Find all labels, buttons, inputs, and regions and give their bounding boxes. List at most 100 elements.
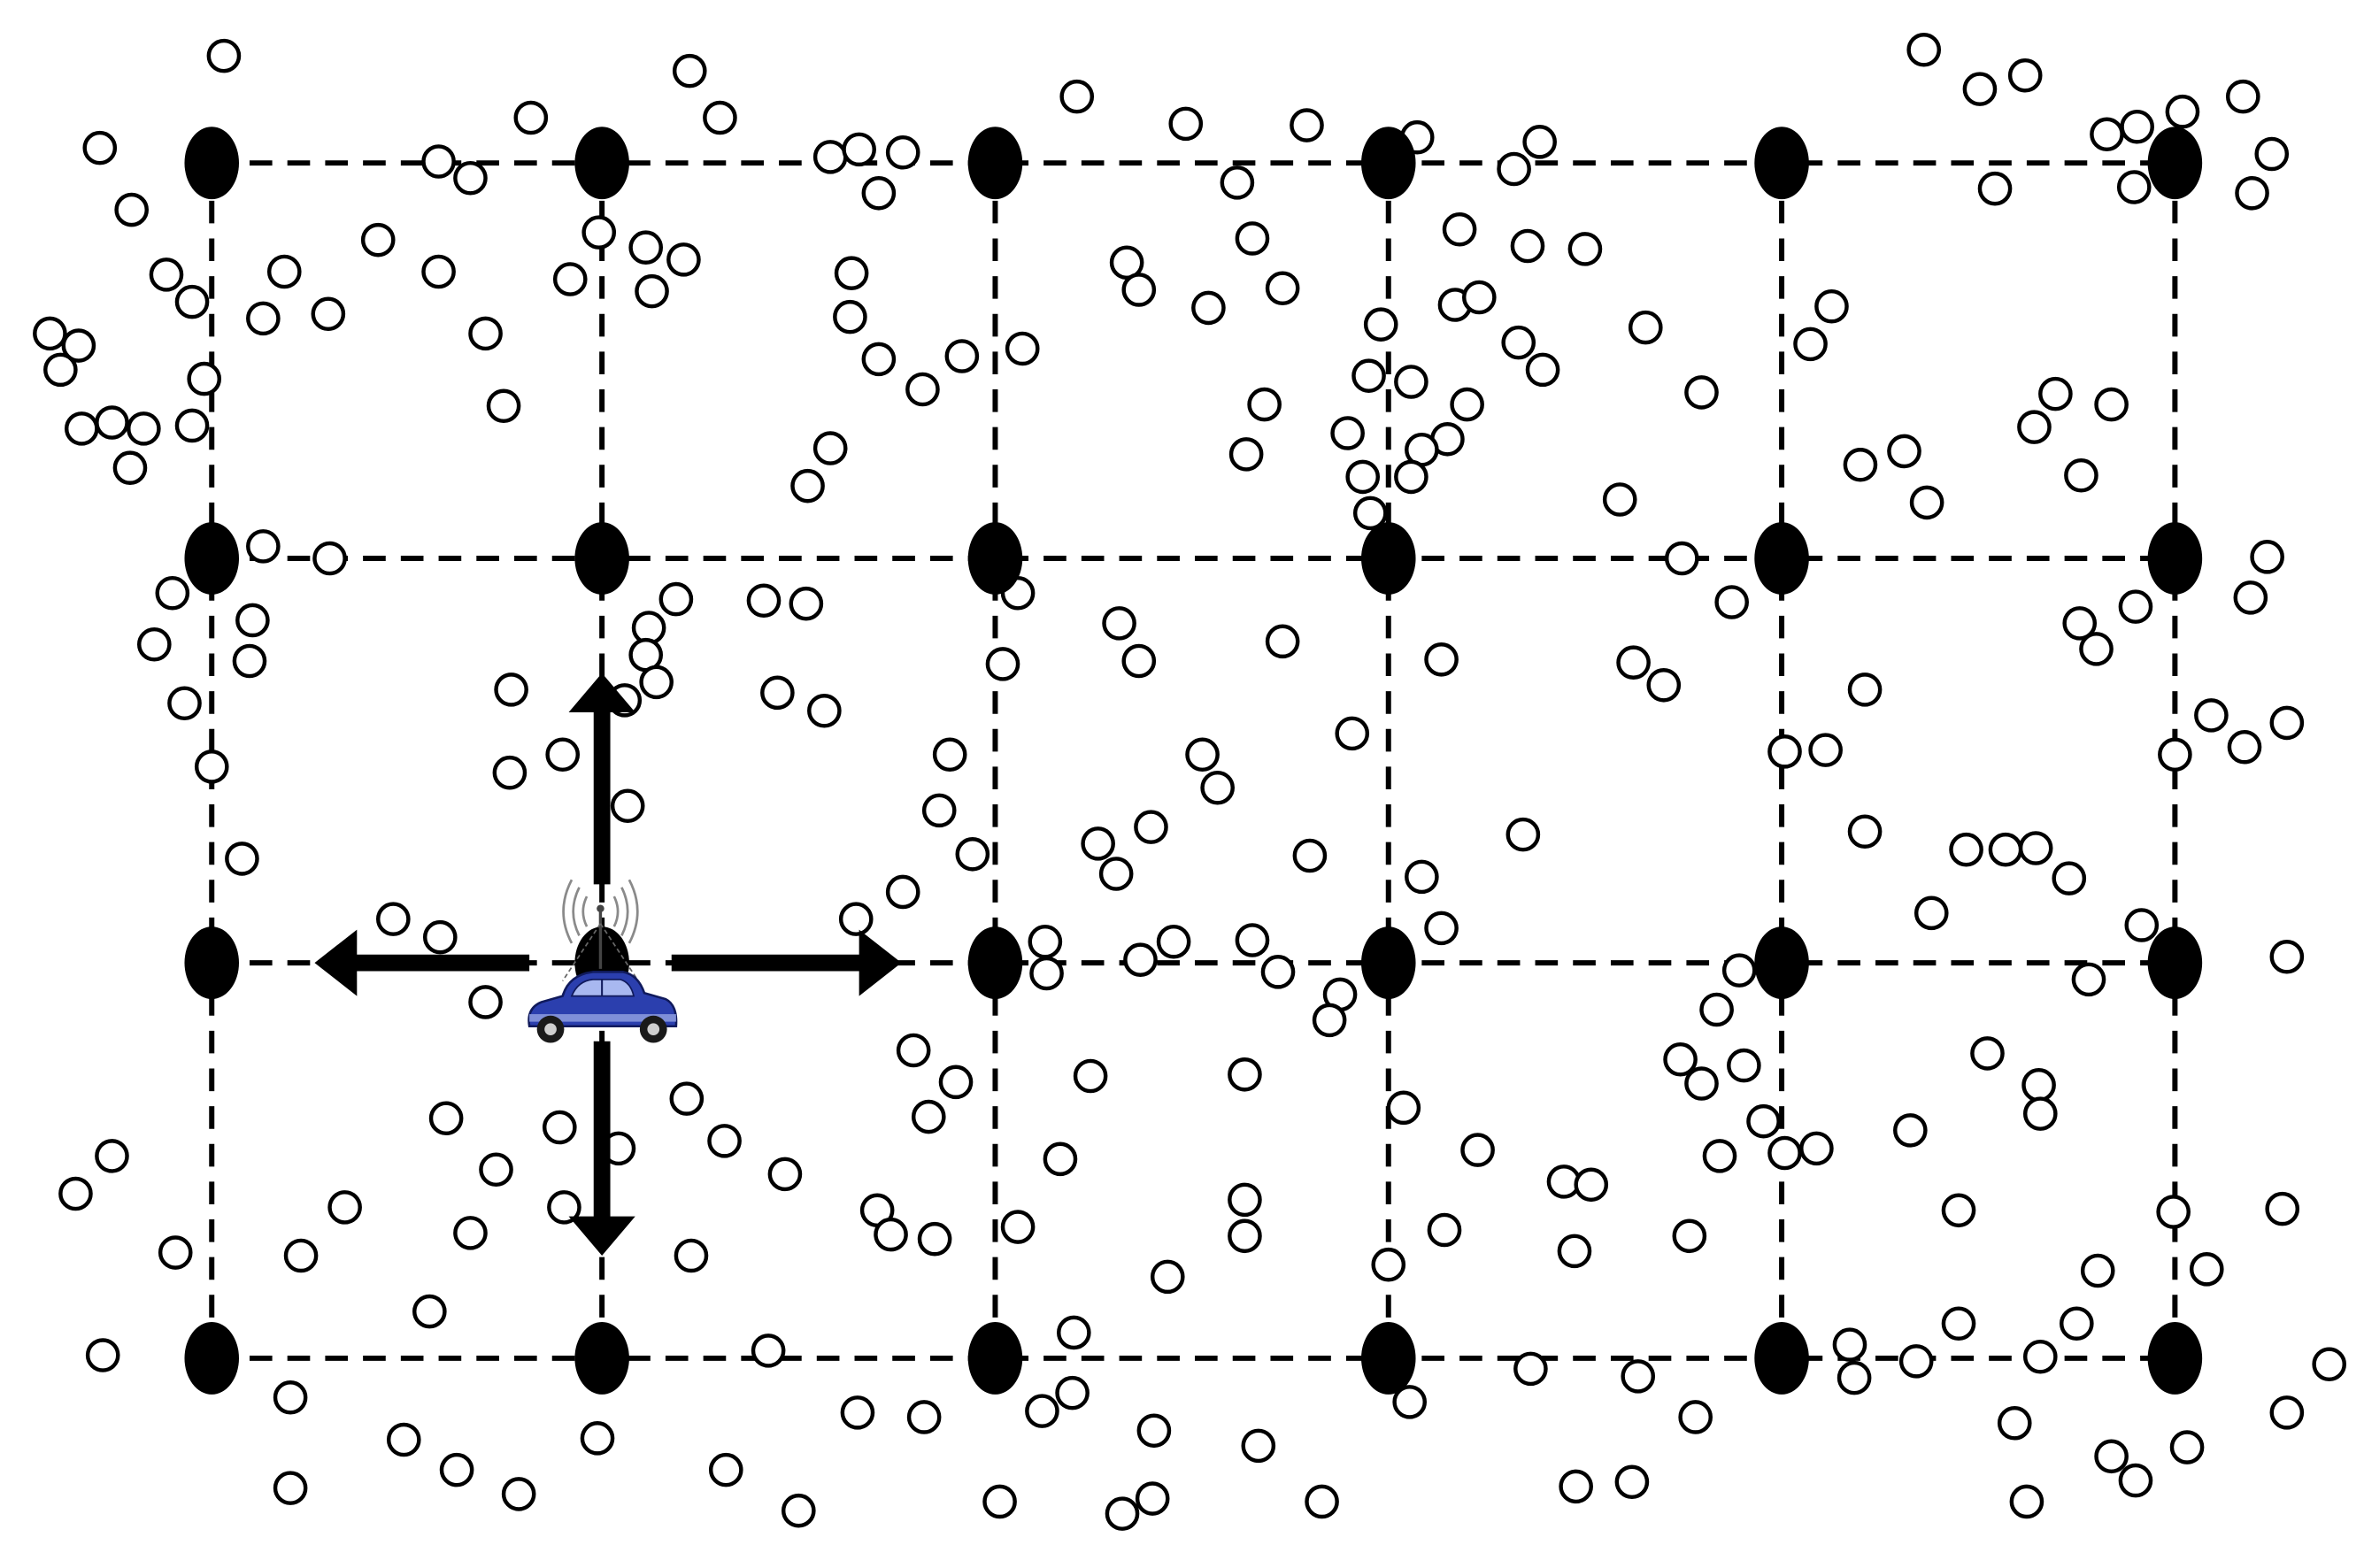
- sensor-node: [2269, 940, 2305, 974]
- arrow-down-icon: [568, 1041, 635, 1256]
- sensor-node: [917, 1221, 952, 1257]
- sensor-node: [2169, 1430, 2205, 1464]
- sensor-node: [833, 299, 867, 334]
- sensor-node: [1098, 857, 1134, 891]
- arrow-right-icon: [671, 929, 902, 996]
- sensor-node: [840, 1395, 875, 1430]
- grid-node: [574, 1322, 629, 1395]
- sensor-node: [1702, 1139, 1737, 1173]
- sensor-node: [421, 144, 456, 179]
- sensor-node: [112, 450, 148, 485]
- sensor-node: [703, 100, 737, 135]
- sensor-node: [273, 1471, 308, 1505]
- sensor-node: [1567, 232, 1603, 266]
- sensor-node: [2018, 831, 2053, 865]
- sensor-node: [1799, 1131, 1834, 1166]
- sensor-node: [2064, 457, 2098, 493]
- sensor-node: [932, 737, 967, 772]
- sensor-node: [1025, 1394, 1059, 1428]
- sensor-node: [2118, 589, 2153, 624]
- sensor-node: [283, 1238, 319, 1273]
- grid-node: [184, 522, 240, 595]
- sensor-node: [174, 284, 210, 319]
- sensor-node: [905, 372, 940, 407]
- sensor-node: [1102, 606, 1136, 641]
- sensor-node: [439, 1452, 474, 1487]
- sensor-node: [707, 1124, 742, 1158]
- sensor-node: [547, 1190, 581, 1225]
- sensor-node: [273, 1380, 308, 1415]
- sensor-node: [1501, 325, 1536, 360]
- sensor-node: [1699, 992, 1734, 1027]
- sensor-node: [2265, 1191, 2300, 1226]
- sensor-node: [1616, 645, 1651, 680]
- sensor-node: [1427, 1212, 1462, 1248]
- sensor-node: [708, 1452, 743, 1487]
- sensor-node: [1312, 1003, 1347, 1038]
- sensor-node: [1123, 942, 1158, 977]
- grid-node: [574, 127, 629, 200]
- sensor-node: [468, 316, 503, 351]
- sensor-node: [1814, 288, 1849, 324]
- sensor-node: [2090, 117, 2124, 152]
- sensor-node: [635, 273, 669, 309]
- sensor-node: [1461, 280, 1497, 315]
- sensor-node: [2250, 540, 2284, 574]
- sensor-node: [1305, 1484, 1339, 1519]
- sensor-node: [658, 581, 694, 617]
- sensor-node: [1614, 1464, 1650, 1500]
- sensor-node: [1727, 1048, 1761, 1083]
- sensor-node: [246, 301, 281, 336]
- sensor-node: [542, 1110, 577, 1145]
- sensor-node: [95, 1139, 129, 1173]
- sensor-nodes: [33, 33, 2347, 1531]
- sensor-node: [2189, 1252, 2224, 1287]
- sensor-node: [386, 1422, 421, 1457]
- sensor-node: [812, 140, 848, 174]
- sensor-node: [1156, 924, 1191, 959]
- sensor-node: [834, 256, 869, 290]
- sensor-node: [938, 1065, 974, 1100]
- sensor-node: [85, 1338, 120, 1372]
- sensor-node: [1228, 437, 1264, 472]
- sensor-node: [64, 411, 99, 446]
- sensor-node: [2071, 962, 2106, 997]
- sensor-node: [1442, 211, 1477, 247]
- sensor-node: [486, 388, 521, 424]
- sensor-node: [1185, 737, 1220, 772]
- sensor-node: [1909, 485, 1944, 520]
- sensor-node: [842, 132, 876, 167]
- sensor-node: [2165, 94, 2200, 129]
- sensor-node: [1962, 72, 1998, 106]
- sensor-node: [82, 130, 118, 165]
- sensor-node: [2158, 737, 2192, 772]
- sensor-node: [1191, 290, 1226, 326]
- sensor-node: [1843, 448, 1878, 482]
- sensor-node: [428, 1101, 464, 1136]
- sensor-node: [2009, 1484, 2044, 1519]
- sensor-node: [2269, 705, 2305, 741]
- sensor-node: [1988, 832, 2023, 867]
- sensor-node: [1714, 585, 1749, 619]
- sensor-node: [982, 1484, 1017, 1519]
- sensor-node: [422, 919, 458, 955]
- sensor-node: [225, 842, 259, 876]
- sensor-node: [501, 1477, 536, 1511]
- sensor-node: [266, 254, 302, 289]
- car-body-icon: [527, 971, 678, 1043]
- sensor-node: [751, 1334, 786, 1368]
- sensor-node: [1265, 271, 1300, 306]
- sensor-node: [1105, 1496, 1140, 1531]
- sensor-node: [312, 541, 347, 576]
- grid-node: [1754, 926, 1809, 1000]
- sensor-node: [1265, 624, 1300, 659]
- sensor-node: [1941, 1193, 1976, 1228]
- sensor-node: [1352, 496, 1388, 531]
- sensor-node: [1970, 1036, 2005, 1071]
- sensor-node: [1832, 1327, 1867, 1362]
- sensor-node: [149, 257, 184, 292]
- sensor-node: [1847, 814, 1883, 849]
- sensor-node: [955, 837, 990, 872]
- sensor-node: [666, 242, 701, 277]
- sensor-node: [33, 316, 67, 351]
